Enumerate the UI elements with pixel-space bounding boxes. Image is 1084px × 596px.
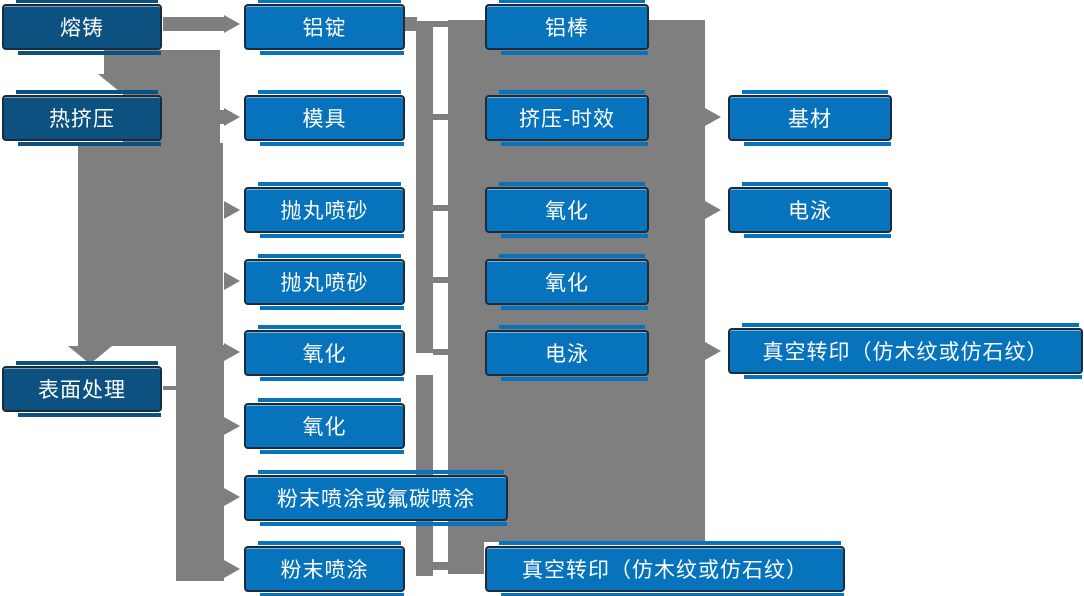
arm-melting-to-ingot <box>163 17 225 31</box>
arrow-down-icon-surface-treatment <box>68 346 112 364</box>
arrow-down-icon-hot-extrusion <box>98 74 142 92</box>
node-extrusion-aging: 挤压-时效 <box>485 90 649 146</box>
node-oxidation-4: 氧化 <box>485 254 649 310</box>
arrow-right-icon-powder <box>224 560 240 578</box>
tick-bar-a-1 <box>433 21 448 27</box>
node-melting-casting: 熔铸 <box>2 0 162 55</box>
node-oxidation-1: 氧化 <box>244 325 405 381</box>
arrow-right-icon-shot-blasting-2 <box>224 272 240 290</box>
tick-bar-a-5 <box>433 349 448 355</box>
arrow-right-icon-electrophoresis <box>705 201 721 219</box>
node-powder-or-fluorocarbon-coating: 粉末喷涂或氟碳喷涂 <box>244 470 508 526</box>
arrow-right-icon-mold <box>224 108 240 126</box>
arrow-right-icon-powder-fluorocarbon <box>224 488 240 506</box>
node-mold: 模具 <box>244 90 405 146</box>
node-shot-blasting-1: 抛丸喷砂 <box>244 182 405 238</box>
node-oxidation-2: 氧化 <box>244 398 405 454</box>
node-hot-extrusion: 热挤压 <box>2 90 162 146</box>
node-oxidation-3: 氧化 <box>485 182 649 238</box>
tick-ingot-to-bar <box>405 17 417 31</box>
node-vacuum-transfer-2: 真空转印（仿木纹或仿石纹） <box>728 323 1083 379</box>
connector-trunk-bottom <box>176 345 224 581</box>
node-aluminum-ingot: 铝锭 <box>244 0 405 55</box>
arrow-right-icon-base-material <box>705 108 721 126</box>
node-surface-treatment: 表面处理 <box>2 361 162 417</box>
arrow-right-icon-shot-blasting-1 <box>224 201 240 219</box>
arm-extrusion-to-mold <box>163 110 225 124</box>
arrow-right-icon-vacuum-transfer <box>705 342 721 360</box>
arrow-right-icon-oxidation-1 <box>224 343 240 361</box>
tick-bar-b-bottom <box>432 562 449 570</box>
tick-bar-a-4 <box>433 277 448 283</box>
node-electrophoresis-2: 电泳 <box>728 182 892 238</box>
arrow-right-icon-oxidation-2 <box>224 417 240 435</box>
arrow-right-icon-ingot <box>224 15 240 33</box>
connector-bar-a <box>416 21 433 353</box>
node-vacuum-transfer-1: 真空转印（仿木纹或仿石纹） <box>485 541 845 596</box>
node-aluminum-rod: 铝棒 <box>485 0 649 55</box>
node-electrophoresis-1: 电泳 <box>485 325 649 381</box>
tick-bar-a-2 <box>433 114 448 120</box>
connector-blob-mid <box>78 143 223 346</box>
connector-block-foot <box>448 542 484 574</box>
node-shot-blasting-2: 抛丸喷砂 <box>244 254 405 310</box>
node-powder-coating: 粉末喷涂 <box>244 541 405 596</box>
connector-surface-link <box>163 386 177 390</box>
tick-bar-a-3 <box>433 205 448 211</box>
node-base-material: 基材 <box>728 90 892 146</box>
